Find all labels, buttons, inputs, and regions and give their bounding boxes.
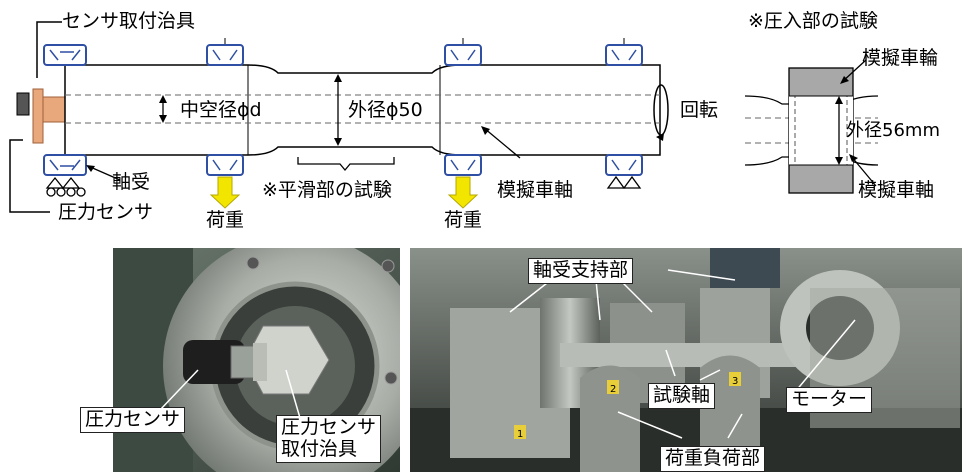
bearing-label: 軸受 — [112, 171, 151, 193]
tag-2: 2 — [610, 384, 616, 395]
shaft-body — [64, 64, 661, 156]
pressure-sensor-block — [16, 92, 30, 116]
bearing-support-label: 軸受支持部 — [528, 258, 634, 284]
tag-3: 3 — [732, 376, 738, 387]
smooth-section-label: ※平滑部の試験 — [262, 179, 392, 201]
photo-sensor-jig-line1: 圧力センサ — [281, 416, 377, 438]
support-pins — [606, 175, 642, 189]
load-section-label: 荷重負荷部 — [660, 446, 766, 472]
test-shaft-label: 試験軸 — [648, 383, 716, 409]
support-rollers — [45, 176, 86, 197]
press-fit-diagram — [744, 59, 879, 194]
smooth-section-brace — [297, 157, 395, 172]
rotation-label: 回転 — [680, 99, 719, 121]
shaft-schematic — [9, 21, 879, 213]
photo-pressure-sensor-label: 圧力センサ — [80, 407, 186, 433]
photo-sensor-jig-line2: 取付治具 — [281, 437, 358, 460]
tag-1: 1 — [517, 429, 523, 440]
press-fit-title: ※圧入部の試験 — [748, 10, 878, 32]
press-fit-model-axle-label: 模擬車軸 — [858, 179, 935, 201]
pressure-sensor-label: 圧力センサ — [58, 201, 154, 223]
load-label-left: 荷重 — [206, 209, 245, 231]
load-label-right: 荷重 — [444, 209, 483, 231]
photo-test-rig: 1 2 3 — [410, 248, 962, 472]
sensor-jig-label: センサ取付治具 — [62, 10, 196, 32]
model-axle-label: 模擬車軸 — [497, 179, 574, 201]
press-fit-outer-diameter-label: 外径56mm — [846, 120, 940, 141]
test-rig-photo-art: 1 2 3 — [410, 248, 962, 472]
hollow-diameter-label: 中空径ϕd — [180, 99, 262, 121]
load-arrow — [209, 176, 479, 209]
outer-diameter-label: 外径ϕ50 — [348, 99, 423, 121]
bearing-icon — [43, 44, 643, 176]
motor-label: モーター — [786, 387, 873, 413]
photo-sensor-jig-label: 圧力センサ 取付治具 — [276, 415, 382, 463]
model-wheel-label: 模擬車輪 — [862, 47, 939, 69]
